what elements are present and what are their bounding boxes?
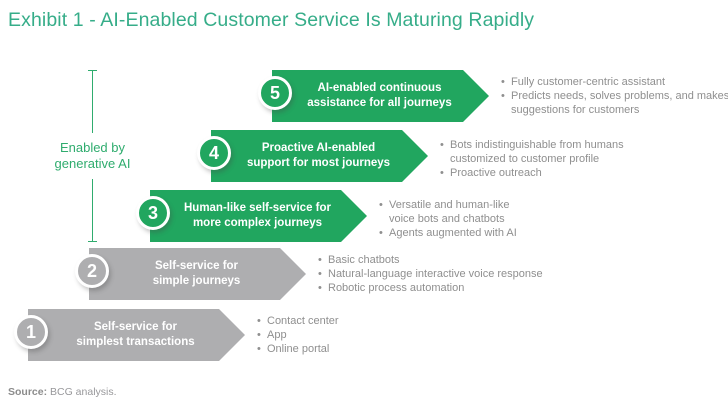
bracket-bottom-tick	[88, 241, 97, 242]
level-5-bullets: •Fully customer-centric assistant •Predi…	[501, 70, 728, 117]
bullet-icon: •	[501, 90, 505, 102]
arrow-3-label-line2: more complex journeys	[192, 217, 323, 229]
bullet-item: •Basic chatbots	[318, 254, 400, 266]
arrow-1-label-line2: simplest transactions	[76, 336, 195, 348]
bullet-icon: •	[318, 254, 322, 266]
level-3-bullets: •Versatile and human-like voice bots and…	[379, 190, 534, 240]
genai-bracket-label-line2: generative AI	[54, 156, 131, 171]
maturity-arrow-2: Self-service for simple journeys	[89, 248, 306, 300]
bullet-icon: •	[257, 329, 261, 341]
maturity-arrow-5: AI-enabled continuous assistance for all…	[272, 70, 489, 122]
maturity-arrow-4: Proactive AI-enabled support for most jo…	[211, 130, 428, 182]
source-text: BCG analysis.	[47, 386, 117, 398]
genai-bracket-label-line1: Enabled by	[59, 139, 126, 155]
bullet-item: •Bots indistinguishable from humans cust…	[440, 139, 624, 165]
bullet-item: •Agents augmented with AI	[379, 227, 517, 239]
bullet-item: •Contact center	[257, 315, 339, 327]
level-1-bullets: •Contact center •App •Online portal	[257, 309, 417, 356]
source-note: Source: BCG analysis.	[8, 386, 117, 398]
arrow-3-label-line1: Human-like self-service for	[183, 202, 331, 215]
level-4-bullets: •Bots indistinguishable from humans cust…	[440, 130, 650, 180]
bullet-icon: •	[318, 282, 322, 294]
arrow-2-label-line2: simple journeys	[152, 275, 241, 287]
bullet-icon: •	[379, 227, 383, 239]
level-5-number-badge: 5	[258, 76, 292, 110]
arrow-2-label-line1: Self-service for	[154, 260, 239, 273]
level-1-number-badge: 1	[14, 315, 48, 349]
level-2-bullets: •Basic chatbots •Natural-language intera…	[318, 248, 576, 295]
bullet-icon: •	[318, 268, 322, 280]
bullet-item: •Fully customer-centric assistant	[501, 76, 666, 88]
bullet-icon: •	[501, 76, 505, 88]
bullet-item: •Natural-language interactive voice resp…	[318, 268, 543, 280]
bullet-icon: •	[257, 315, 261, 327]
bullet-icon: •	[379, 199, 383, 211]
bullet-item: •Versatile and human-like voice bots and…	[379, 199, 510, 225]
bullet-item: •App	[257, 329, 287, 341]
bracket-top-tick	[88, 70, 97, 71]
arrow-4-label-line1: Proactive AI-enabled	[261, 142, 376, 155]
genai-bracket-label: Enabled by generative AI	[55, 133, 131, 180]
maturity-arrow-3: Human-like self-service for more complex…	[150, 190, 367, 242]
arrow-5-label-line1: AI-enabled continuous	[317, 82, 442, 95]
bracket-top-line	[92, 71, 93, 133]
bullet-item: •Online portal	[257, 343, 330, 355]
exhibit-title: Exhibit 1 - AI-Enabled Customer Service …	[8, 9, 535, 31]
level-3-number-badge: 3	[136, 196, 170, 230]
arrow-4-label-line2: support for most journeys	[246, 157, 391, 169]
bullet-item: •Robotic process automation	[318, 282, 465, 294]
bullet-item: •Predicts needs, solves problems, and ma…	[501, 90, 728, 116]
bullet-icon: •	[440, 139, 444, 151]
bullet-icon: •	[440, 167, 444, 179]
bullet-item: •Proactive outreach	[440, 167, 542, 179]
genai-bracket: Enabled by generative AI	[35, 70, 150, 242]
source-label: Source:	[8, 386, 48, 398]
bracket-bottom-line	[92, 179, 93, 241]
level-2-number-badge: 2	[75, 254, 109, 288]
arrow-5-label-line2: assistance for all journeys	[307, 97, 452, 109]
maturity-arrow-1: Self-service for simplest transactions	[28, 309, 245, 361]
bullet-icon: •	[257, 343, 261, 355]
level-4-number-badge: 4	[197, 136, 231, 170]
arrow-1-label-line1: Self-service for	[93, 321, 178, 334]
